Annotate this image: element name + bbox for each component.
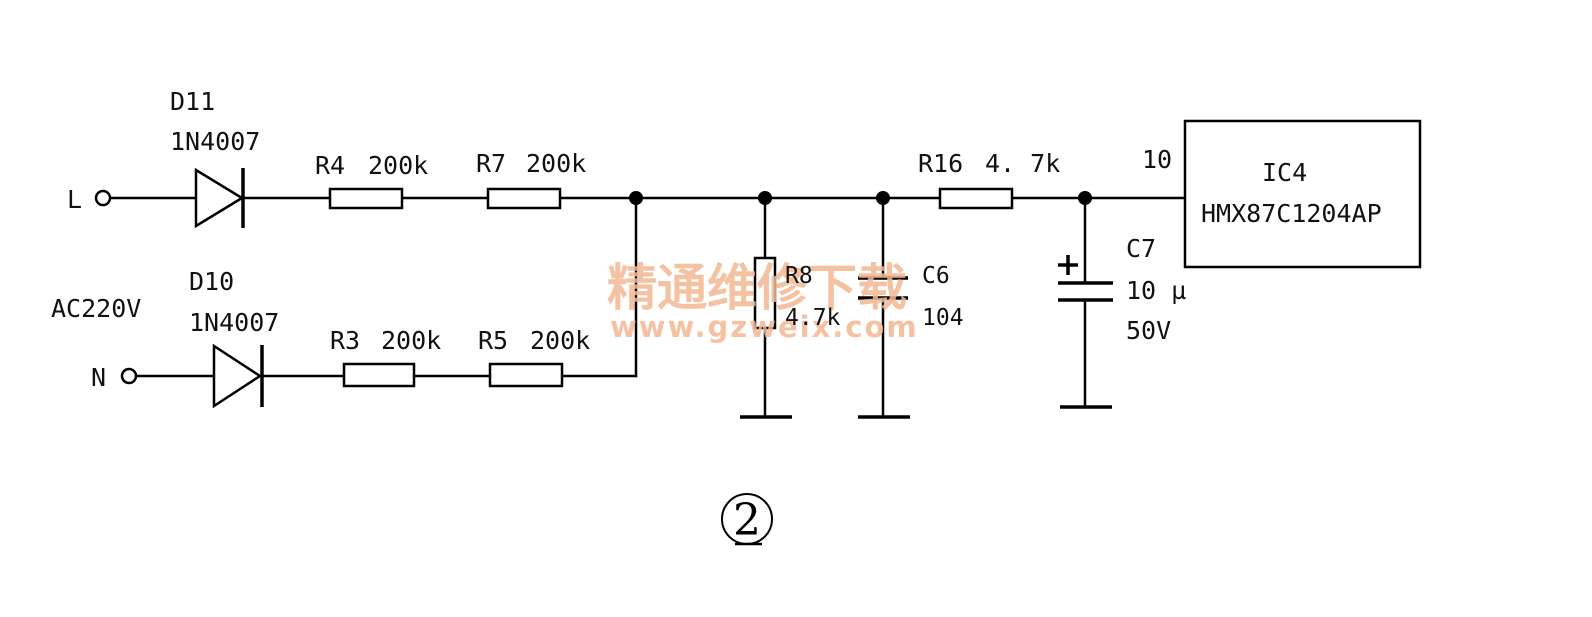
resistor-r5-ref: R5 — [478, 326, 508, 355]
capacitor-c7 — [1058, 255, 1113, 302]
resistor-r7-value: 200k — [526, 149, 586, 178]
junction-node — [1078, 191, 1092, 205]
resistor-r4-value: 200k — [368, 151, 428, 180]
diode-d10-part: 1N4007 — [189, 308, 279, 337]
ic-part: HMX87C1204AP — [1201, 199, 1382, 228]
resistor-r16-ref: R16 — [918, 149, 963, 178]
watermark-chinese: 精通维修下载 — [607, 259, 907, 317]
resistor-r16 — [938, 187, 1014, 210]
resistor-r7 — [486, 187, 562, 210]
resistor-r4 — [328, 187, 404, 210]
capacitor-c7-voltage: 50V — [1126, 316, 1171, 345]
terminal-n — [120, 367, 138, 385]
ground-symbols — [740, 405, 1112, 419]
ic-pin-label: 10 — [1142, 145, 1172, 174]
ic-box — [1183, 119, 1422, 269]
junction-nodes — [629, 191, 1092, 205]
watermark-url: www.gzweix.com — [610, 310, 919, 344]
junction-node — [876, 191, 890, 205]
resistor-r3-value: 200k — [381, 326, 441, 355]
resistor-r8-value: 4.7k — [785, 305, 841, 331]
diode-d10-ref: D10 — [189, 267, 234, 296]
junction-node — [629, 191, 643, 205]
resistor-r5-value: 200k — [530, 326, 590, 355]
wires — [108, 196, 1187, 419]
resistor-r5 — [488, 362, 564, 388]
resistor-r7-ref: R7 — [476, 149, 506, 178]
capacitor-c7-ref: C7 — [1126, 234, 1156, 263]
diode-d10 — [212, 343, 264, 409]
resistor-r8 — [753, 256, 777, 330]
capacitor-c6-ref: C6 — [922, 263, 950, 289]
capacitor-c7-value: 10 µ — [1126, 276, 1186, 305]
capacitor-c6 — [858, 276, 908, 300]
capacitor-c6-value: 104 — [922, 305, 964, 331]
resistor-r8-ref: R8 — [785, 263, 813, 289]
terminal-l — [94, 189, 112, 207]
resistor-r3-ref: R3 — [330, 326, 360, 355]
diode-d11-ref: D11 — [170, 87, 215, 116]
diode-d11 — [194, 167, 245, 229]
diode-d11-part: 1N4007 — [170, 127, 260, 156]
resistor-r4-ref: R4 — [315, 151, 345, 180]
figure-number-text: 2 — [733, 495, 761, 546]
supply-label: AC220V — [51, 294, 141, 323]
ic-ref: IC4 — [1262, 158, 1307, 187]
junction-node — [758, 191, 772, 205]
resistor-r16-value: 4. 7k — [985, 149, 1060, 178]
figure-number: 2 — [721, 493, 773, 546]
resistor-r3 — [342, 362, 416, 388]
terminal-n-label: N — [91, 363, 106, 392]
terminal-l-label: L — [67, 185, 82, 214]
